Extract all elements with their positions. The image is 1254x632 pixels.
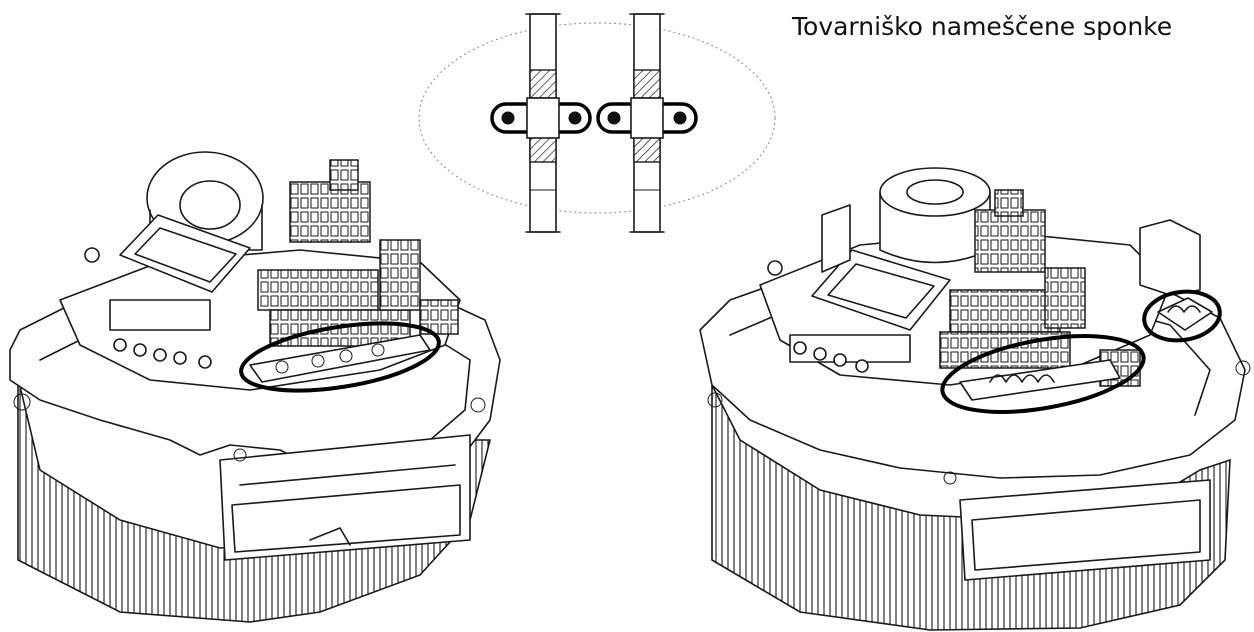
buttons-right bbox=[767, 260, 869, 373]
drive-unit-right bbox=[699, 167, 1251, 631]
buttons-left bbox=[84, 247, 212, 369]
clamp-left bbox=[490, 97, 592, 139]
clamp-right bbox=[596, 97, 698, 139]
toroid-right bbox=[879, 167, 991, 264]
clamp-bar-right bbox=[959, 359, 1121, 401]
clamp-bar-left bbox=[249, 334, 431, 383]
highlight-ellipse-left bbox=[239, 321, 441, 393]
terminal-blocks-right bbox=[939, 189, 1141, 387]
clamp-detail bbox=[418, 13, 776, 233]
caption-factory-installed-clamps: Tovarniško nameščene sponke bbox=[792, 12, 1173, 41]
detail-zoom-ellipse bbox=[418, 22, 776, 214]
clamp-top-right bbox=[1157, 297, 1213, 331]
display-module-left bbox=[109, 214, 251, 331]
terminal-blocks-left bbox=[257, 159, 459, 347]
highlight-ellipse-right-corner bbox=[1142, 289, 1222, 343]
heatsink-left bbox=[17, 377, 492, 623]
highlight-ellipse-right-center bbox=[940, 334, 1146, 414]
drive-unit-left bbox=[9, 151, 501, 623]
